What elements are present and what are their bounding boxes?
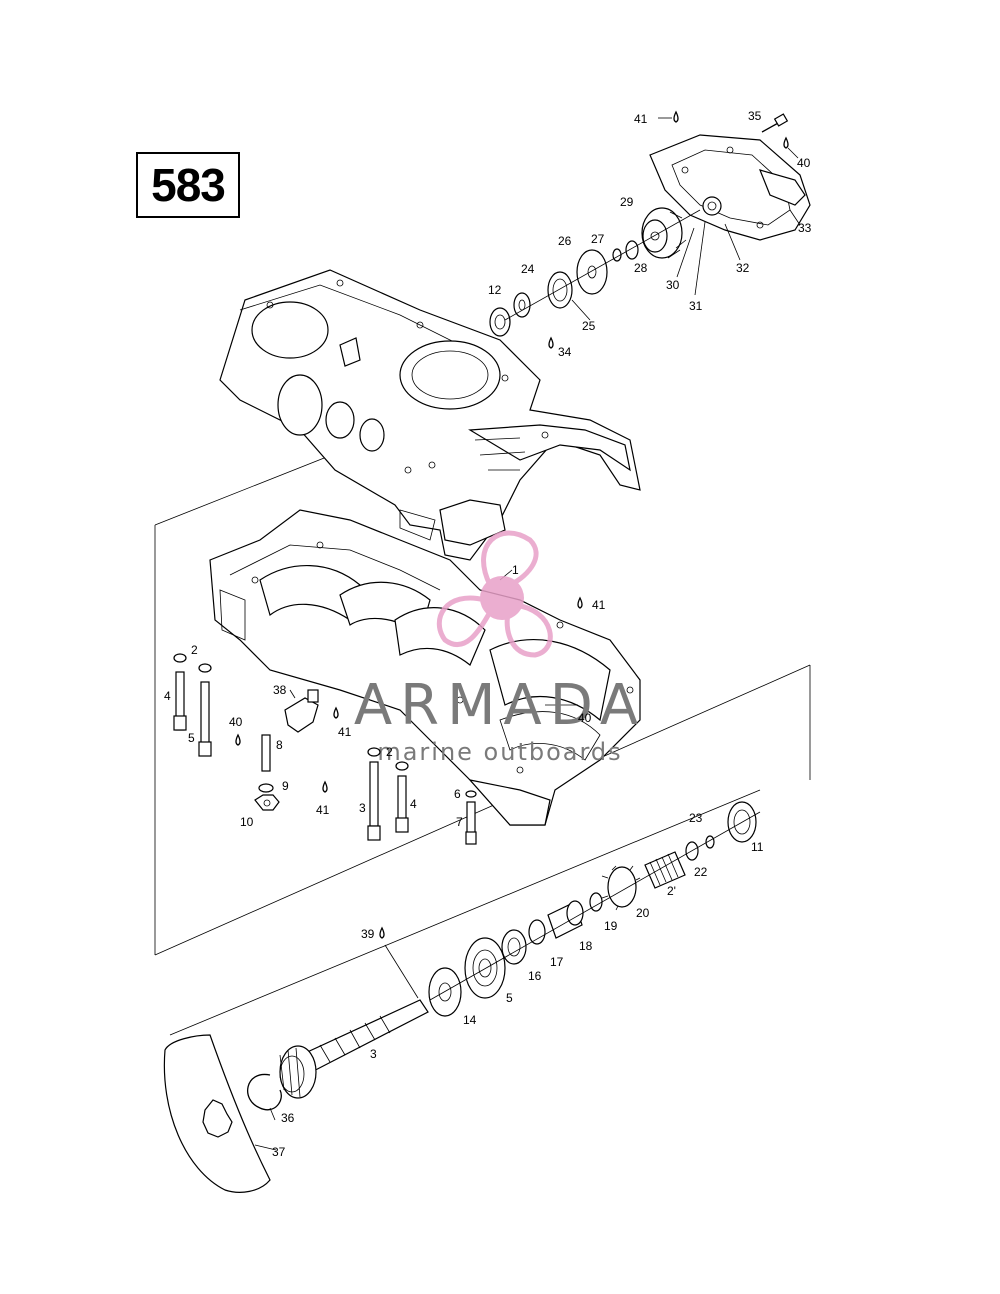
callout-41: 41 [634,112,648,126]
callout-40: 40 [578,711,592,725]
armada-logo [436,530,553,658]
callout-4: 4 [410,797,417,811]
callout-11: 11 [751,840,764,854]
callout-23: 23 [689,811,703,825]
callout-34: 34 [558,345,572,359]
callout-15: 5 [506,991,513,1005]
callout-9: 9 [282,779,289,793]
model-number-box: 583 [136,152,240,218]
callout-21: 2' [667,884,676,898]
callout-36: 36 [281,1111,295,1125]
bolt-set-left [173,653,339,811]
callout-1: 1 [512,563,519,577]
callout-12: 12 [488,283,502,297]
callout-7: 7 [456,815,463,829]
lower-crankcase [209,509,641,826]
callout-4: 4 [164,689,171,703]
callout-17: 17 [550,955,564,969]
callout-8: 8 [276,738,283,752]
callout-33: 33 [798,221,812,235]
callout-35: 35 [748,109,762,123]
callout-16: 16 [528,969,542,983]
callout-40: 40 [797,156,811,170]
callout-13: 3 [370,1047,377,1061]
callout-14: 14 [463,1013,477,1027]
bolt-set-center [322,596,583,845]
callout-19: 19 [604,919,618,933]
callout-29: 29 [620,195,634,209]
callout-5: 5 [188,731,195,745]
watermark-tagline: marine outboards [377,738,622,766]
callout-28: 28 [634,261,648,275]
callout-27: 27 [591,232,605,246]
upper-crankcase [219,269,641,561]
callout-41: 41 [338,725,352,739]
callout-39: 39 [361,927,375,941]
callout-labels: 41 35 40 33 29 32 30 31 26 27 28 24 12 2… [164,109,812,1159]
callout-24: 24 [521,262,535,276]
callout-31: 31 [689,299,703,313]
model-number: 583 [151,159,226,211]
callout-20: 20 [636,906,650,920]
callout-25: 25 [582,319,596,333]
callout-30: 30 [666,278,680,292]
callout-38: 38 [273,683,287,697]
callout-6: 6 [454,787,461,801]
callout-41: 41 [592,598,606,612]
callout-32: 32 [736,261,750,275]
callout-10: 10 [240,815,254,829]
callout-26: 26 [558,234,572,248]
callout-22: 22 [694,865,708,879]
callout-2: 2 [191,643,198,657]
callout-41: 41 [316,803,330,817]
callout-40: 40 [229,715,243,729]
callout-18: 18 [579,939,593,953]
crankshaft-assembly [163,801,761,1193]
callout-3: 3 [359,801,366,815]
callout-2: 2 [386,745,393,759]
callout-37: 37 [272,1145,286,1159]
watermark-brand: ARMADA [354,673,646,738]
pump-cover-assembly [489,110,811,349]
